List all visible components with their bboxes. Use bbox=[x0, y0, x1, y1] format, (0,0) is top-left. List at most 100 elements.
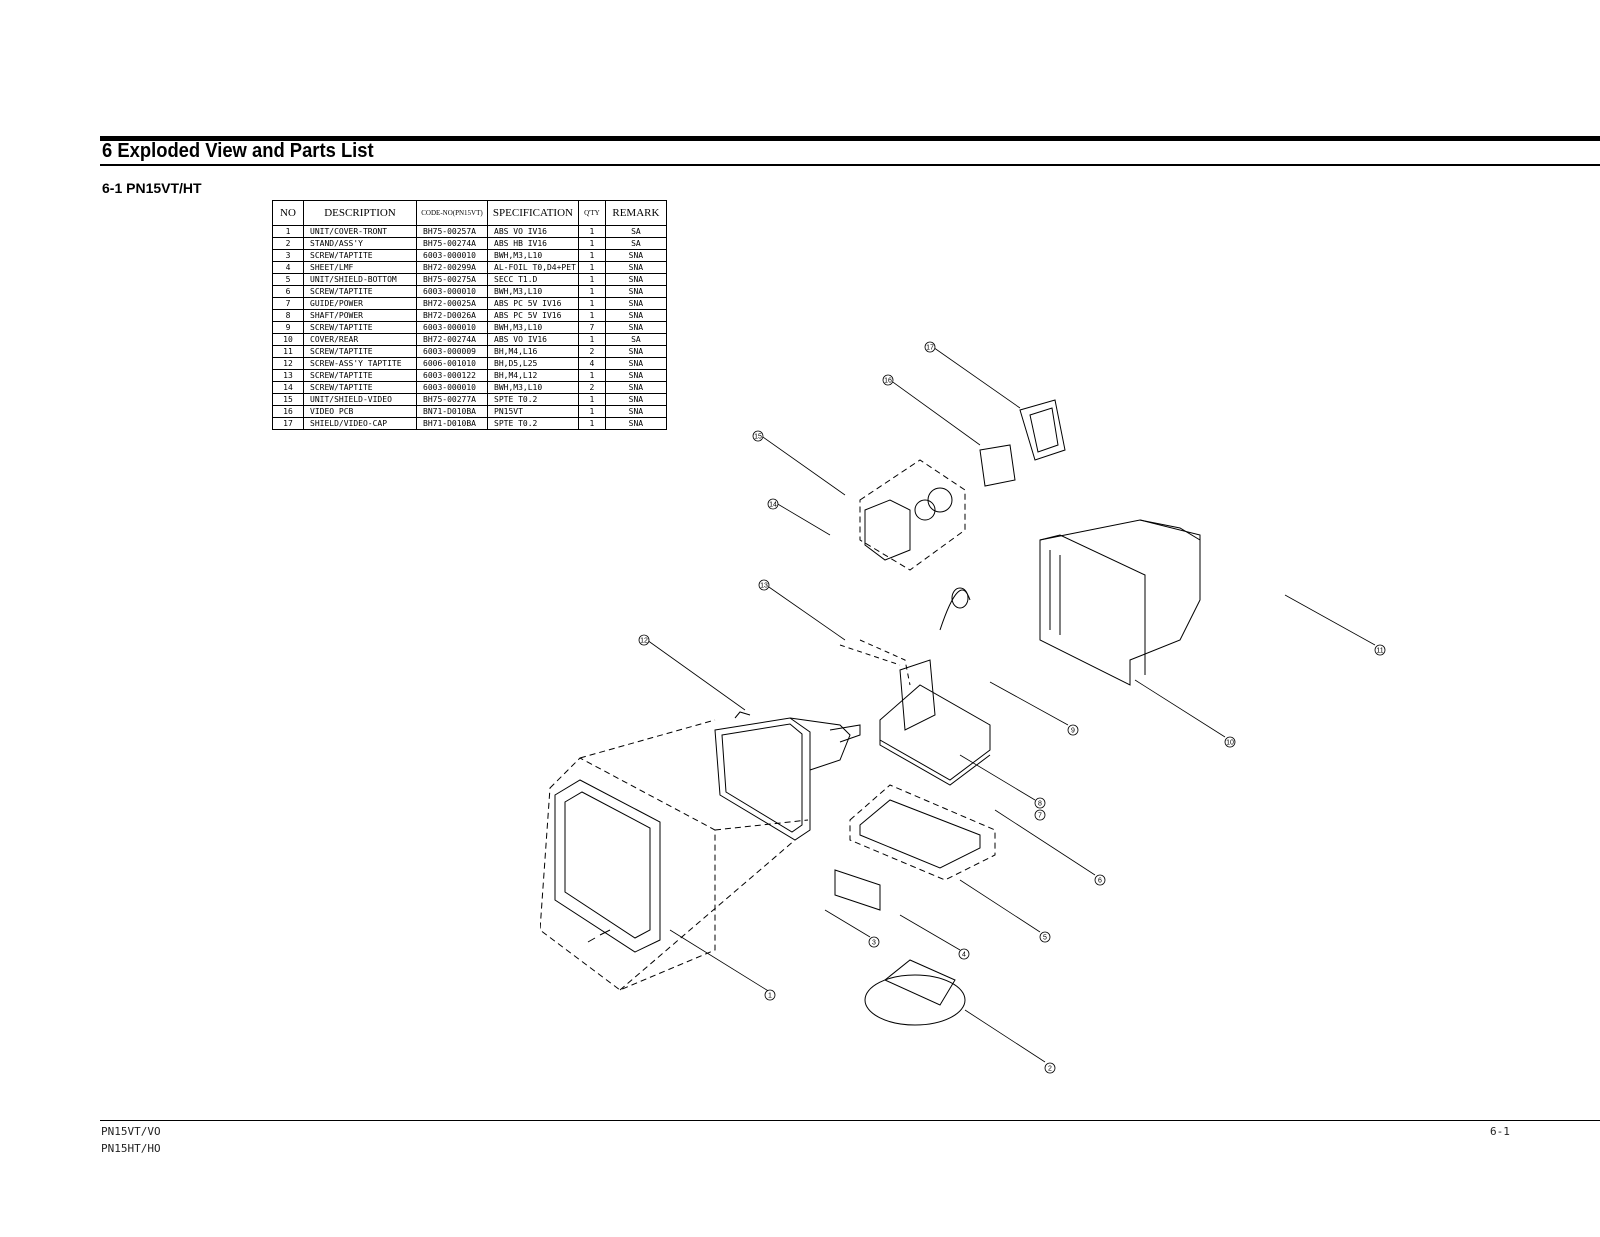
cell-qty: 1 bbox=[577, 249, 606, 262]
cell-specification: BWH,M3,L10 bbox=[487, 321, 579, 334]
callout-13: 13 bbox=[758, 579, 770, 591]
cell-remark: SNA bbox=[604, 285, 667, 298]
cell-description: SCREW/TAPTITE bbox=[303, 345, 417, 358]
column-header-no: NO bbox=[272, 200, 304, 226]
cell-specification: BWH,M3,L10 bbox=[487, 249, 579, 262]
bottom-rule bbox=[100, 1120, 1600, 1121]
main-pcb-drawing bbox=[839, 587, 991, 786]
cell-description: GUIDE/POWER bbox=[303, 297, 417, 310]
callout-4: 4 bbox=[958, 948, 970, 960]
callout-1: 1 bbox=[764, 989, 776, 1001]
cell-no: 15 bbox=[272, 393, 304, 406]
cell-no: 12 bbox=[272, 357, 304, 370]
cell-no: 4 bbox=[272, 261, 304, 274]
callout-11: 11 bbox=[1374, 644, 1386, 656]
column-header-remark: REMARK bbox=[604, 200, 667, 226]
cell-no: 1 bbox=[272, 225, 304, 238]
callout-7: 7 bbox=[1034, 809, 1046, 821]
cell-description: SCREW/TAPTITE bbox=[303, 321, 417, 334]
cell-remark: SNA bbox=[604, 261, 667, 274]
callout-2: 2 bbox=[1044, 1062, 1056, 1074]
cell-code: BH75-00275A bbox=[416, 273, 488, 286]
bottom-shield-drawing bbox=[849, 784, 996, 881]
callout-label: 11 bbox=[1376, 648, 1383, 655]
cell-remark: SNA bbox=[604, 417, 667, 430]
cell-no: 17 bbox=[272, 417, 304, 430]
footer-model-2: PN15HT/HO bbox=[101, 1142, 161, 1155]
callout-10: 10 bbox=[1224, 736, 1236, 748]
callout-label: 10 bbox=[1226, 740, 1234, 747]
rear-cover-drawing bbox=[1039, 519, 1201, 686]
sheet-lmf-drawing bbox=[834, 869, 881, 911]
callout-label: 13 bbox=[760, 583, 768, 590]
cell-specification: ABS HB IV16 bbox=[487, 237, 579, 250]
cell-remark: SNA bbox=[604, 381, 667, 394]
cell-description: UNIT/SHIELD-VIDEO bbox=[303, 393, 417, 406]
callout-label: 3 bbox=[872, 940, 876, 947]
callout-label: 5 bbox=[1043, 935, 1047, 942]
cell-description: UNIT/SHIELD-BOTTOM bbox=[303, 273, 417, 286]
cell-specification: ABS PC 5V IV16 bbox=[487, 297, 579, 310]
cell-specification: ABS PC 5V IV16 bbox=[487, 309, 579, 322]
section-title: 6 Exploded View and Parts List bbox=[102, 140, 374, 162]
cell-description: SCREW/TAPTITE bbox=[303, 381, 417, 394]
video-shield-drawing bbox=[859, 459, 966, 571]
cell-remark: SNA bbox=[604, 309, 667, 322]
top-rule bbox=[100, 136, 1600, 141]
callout-16: 16 bbox=[882, 374, 894, 386]
title-underline bbox=[100, 164, 1600, 166]
callout-label: 1 bbox=[768, 993, 772, 1000]
footer-model-1: PN15VT/VO bbox=[101, 1125, 161, 1138]
cell-no: 7 bbox=[272, 297, 304, 310]
callout-label: 8 bbox=[1038, 801, 1042, 808]
cell-qty: 1 bbox=[577, 261, 606, 274]
cell-no: 9 bbox=[272, 321, 304, 334]
cell-code: 6003-000010 bbox=[416, 285, 488, 298]
cell-specification: ABS VO IV16 bbox=[487, 225, 579, 238]
video-pcb-cap-drawing bbox=[979, 399, 1066, 487]
cell-description: SCREW-ASS'Y TAPTITE bbox=[303, 357, 417, 370]
cell-code: BH75-00274A bbox=[416, 237, 488, 250]
callout-3: 3 bbox=[868, 936, 880, 948]
cell-code: 6003-000010 bbox=[416, 249, 488, 262]
callout-17: 17 bbox=[924, 341, 936, 353]
callout-label: 15 bbox=[754, 434, 762, 441]
cell-code: BH71-D010BA bbox=[416, 417, 488, 430]
cell-code: BH75-00257A bbox=[416, 225, 488, 238]
cell-description: SCREW/TAPTITE bbox=[303, 369, 417, 382]
cell-code: 6003-000122 bbox=[416, 369, 488, 382]
callout-label: 4 bbox=[962, 952, 966, 959]
cell-code: BN71-D010BA bbox=[416, 405, 488, 418]
callout-label: 14 bbox=[769, 502, 777, 509]
cell-description: STAND/ASS'Y bbox=[303, 237, 417, 250]
subsection-title: 6-1 PN15VT/HT bbox=[102, 180, 202, 196]
cell-no: 5 bbox=[272, 273, 304, 286]
cell-qty: 1 bbox=[577, 225, 606, 238]
column-header-code: CODE-NO(PN15VT) bbox=[416, 200, 488, 226]
callout-label: 12 bbox=[640, 638, 648, 645]
cell-description: SCREW/TAPTITE bbox=[303, 249, 417, 262]
cell-description: UNIT/COVER-TRONT bbox=[303, 225, 417, 238]
cell-code: 6003-000010 bbox=[416, 381, 488, 394]
cell-no: 14 bbox=[272, 381, 304, 394]
stand-drawing bbox=[864, 959, 966, 1026]
cell-no: 2 bbox=[272, 237, 304, 250]
cell-description: SHEET/LMF bbox=[303, 261, 417, 274]
cell-qty: 1 bbox=[577, 309, 606, 322]
cell-qty: 1 bbox=[577, 285, 606, 298]
leader-lines bbox=[646, 344, 1376, 1063]
callout-label: 16 bbox=[884, 378, 892, 385]
